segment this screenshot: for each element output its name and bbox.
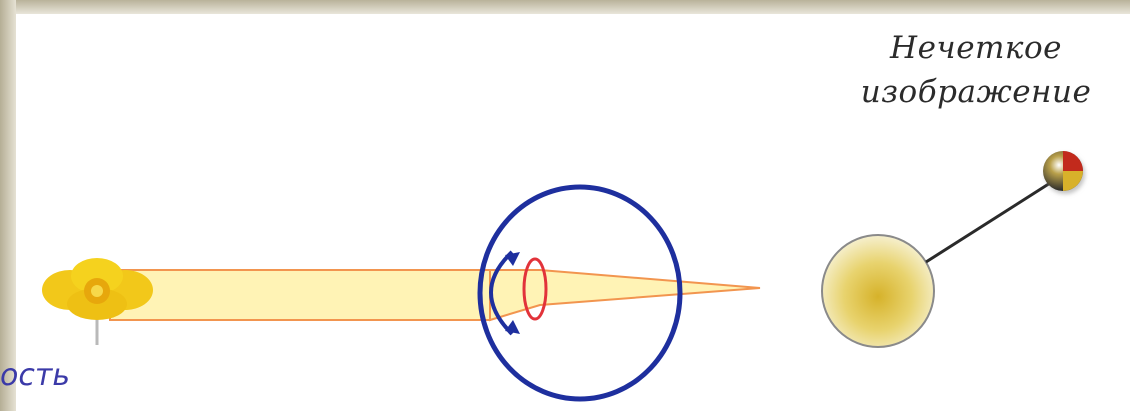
blurred-image-title: Нечеткое изображение bbox=[828, 26, 1124, 114]
light-beam bbox=[110, 270, 490, 320]
blurred-image-circle bbox=[822, 235, 934, 347]
pointer-line bbox=[926, 178, 1058, 262]
converging-rays bbox=[490, 270, 760, 320]
title-line-2: изображение bbox=[828, 70, 1124, 114]
pointer-ball bbox=[1043, 151, 1083, 191]
bottom-caption: ость bbox=[0, 358, 70, 394]
title-line-1: Нечеткое bbox=[828, 26, 1124, 70]
